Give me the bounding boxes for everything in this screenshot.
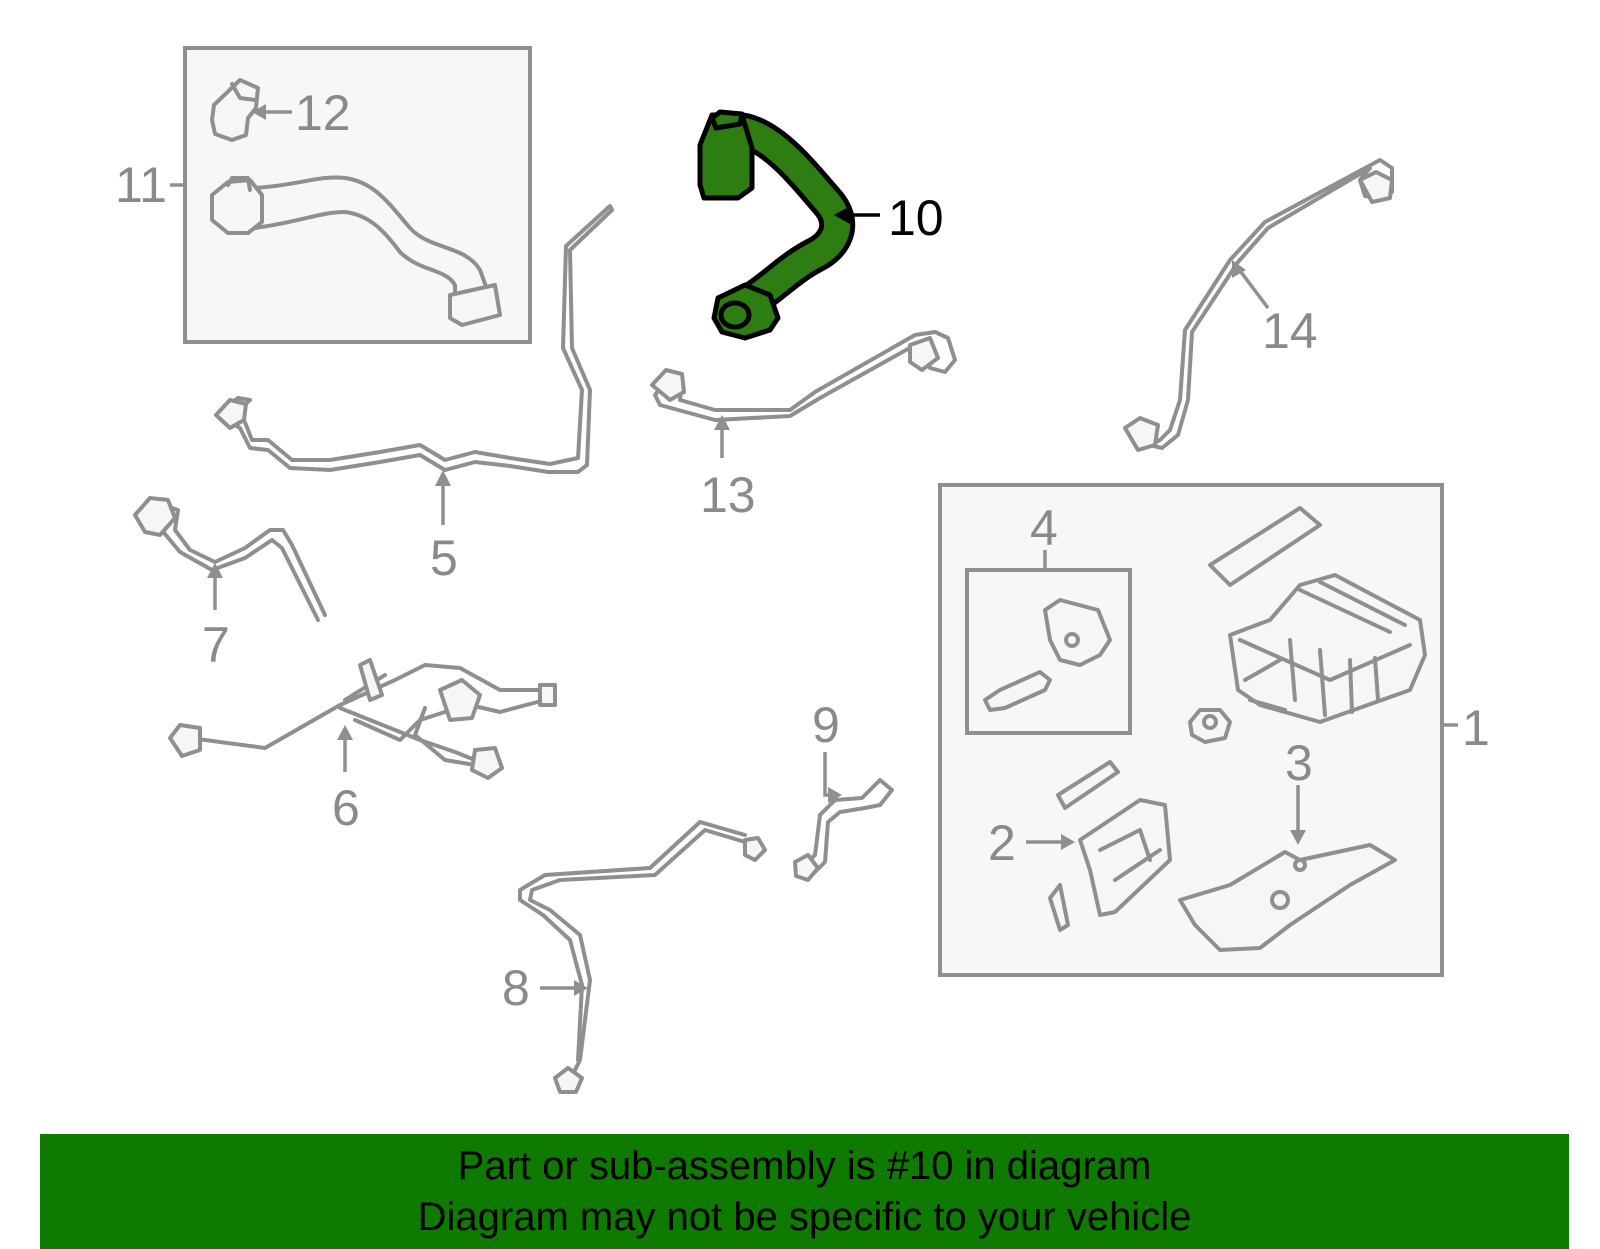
callout-11[interactable]: 11 [115,157,167,213]
callout-14[interactable]: 14 [1262,303,1318,359]
part-11-hose[interactable] [253,175,490,294]
callout-7[interactable]: 7 [202,617,230,673]
part-10-highlighted[interactable] [697,109,856,341]
callout-9[interactable]: 9 [812,697,840,753]
part-12-sensor[interactable] [210,78,260,142]
leader-arrowheads [207,104,1306,996]
part-2-bracket[interactable] [1078,798,1172,917]
part-6-harness[interactable] [188,663,547,767]
part-1-group[interactable] [938,483,1444,977]
part-9-line[interactable] [798,778,894,877]
callout-5[interactable]: 5 [430,530,458,586]
part-8-line[interactable] [518,820,754,1082]
callout-8[interactable]: 8 [502,960,530,1016]
callout-2[interactable]: 2 [988,815,1016,871]
callout-13[interactable]: 13 [700,467,756,523]
callout-1[interactable]: 1 [1462,700,1490,756]
callout-3[interactable]: 3 [1285,735,1313,791]
leader-14 [1236,266,1270,310]
part-5-line[interactable] [220,204,614,474]
callout-10[interactable]: 10 [888,190,944,246]
part-11-group[interactable] [183,46,532,344]
part-11-clamp [210,178,264,235]
leader-10-arrowhead [834,206,850,224]
part-13-line[interactable] [653,330,957,422]
callout-12[interactable]: 12 [295,85,351,141]
callout-6[interactable]: 6 [332,780,360,836]
banner-line-1: Part or sub-assembly is #10 in diagram [457,1144,1152,1188]
part-4-valve[interactable] [1043,598,1112,667]
callout-4[interactable]: 4 [1030,500,1058,556]
info-banner: Part or sub-assembly is #10 in diagram D… [40,1134,1569,1249]
banner-line-2: Diagram may not be specific to your vehi… [417,1195,1192,1239]
